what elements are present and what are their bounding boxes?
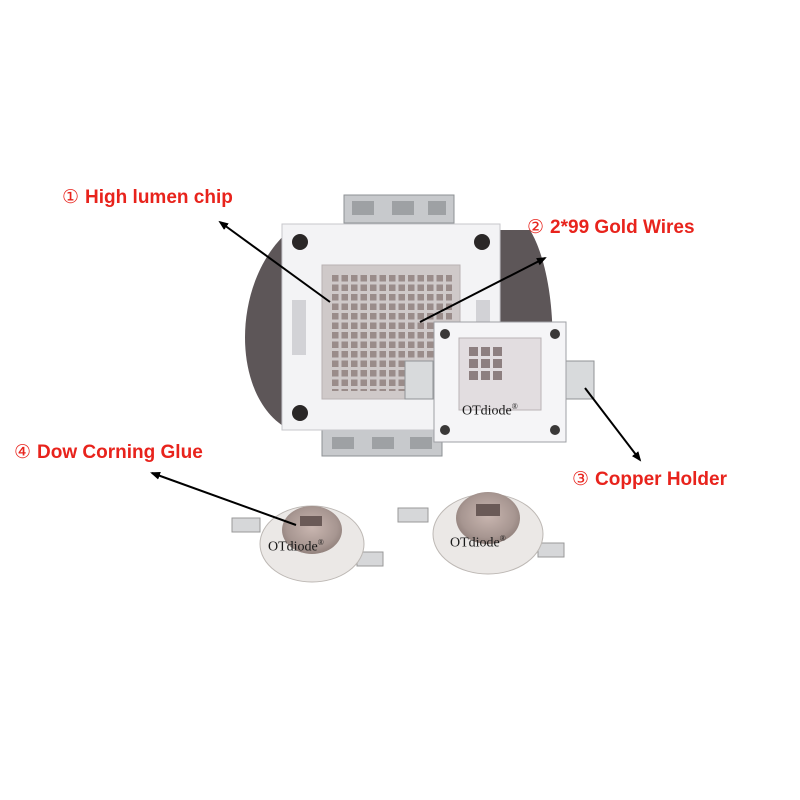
brand-label-10w: OTdiode® (462, 402, 518, 420)
led-1w-left (231, 505, 384, 583)
callout-text-4: Dow Corning Glue (37, 442, 203, 463)
arrow-2 (419, 257, 547, 323)
brand-text: OTdiode (268, 539, 318, 555)
callout-number-1: ① (62, 187, 80, 208)
brand-label-1w-right: OTdiode® (450, 534, 506, 552)
brand-text: OTdiode (450, 535, 500, 551)
brand-label-1w-left: OTdiode® (268, 538, 324, 556)
led-10w (404, 321, 595, 443)
callout-text-2: 2*99 Gold Wires (550, 217, 695, 238)
callout-number-4: ④ (14, 442, 32, 463)
brand-text: OTdiode (462, 403, 512, 419)
callout-number-2: ② (527, 217, 545, 238)
led-1w-right (397, 492, 565, 575)
callout-text-3: Copper Holder (595, 469, 727, 490)
arrow-1 (218, 220, 331, 303)
callout-number-3: ③ (572, 469, 590, 490)
registered-mark: ® (511, 402, 518, 411)
callout-text-1: High lumen chip (85, 187, 233, 208)
registered-mark: ® (317, 538, 324, 547)
arrow-3 (584, 387, 642, 462)
arrow-4 (150, 471, 297, 526)
registered-mark: ® (499, 534, 506, 543)
